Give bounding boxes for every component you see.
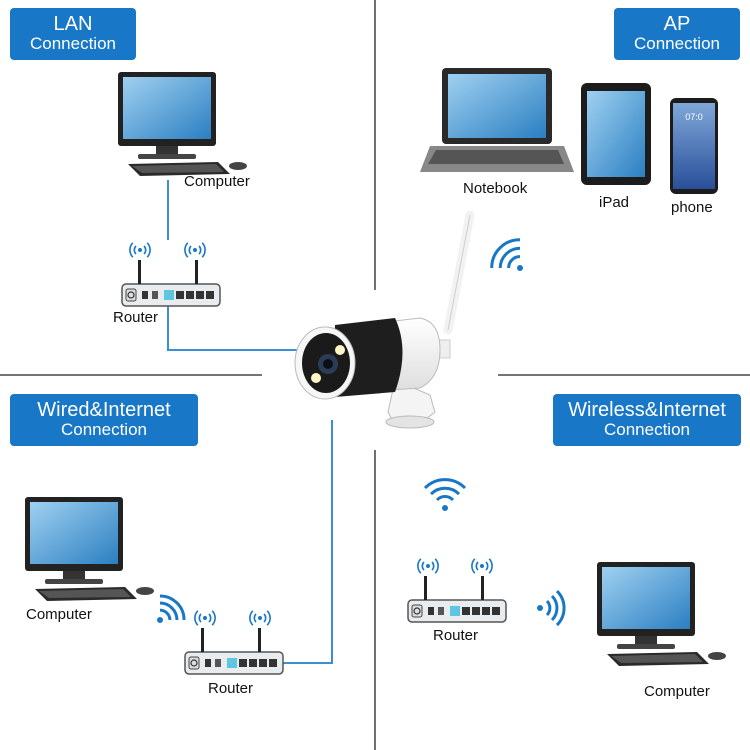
wired-router-icon [184, 627, 284, 675]
wired-router-label: Router [208, 680, 254, 697]
signal-icon [184, 242, 206, 259]
wired-section-badge: Wired&Internet Connection [10, 394, 198, 446]
signal-icon [471, 557, 493, 575]
lan-subtitle: Connection [29, 34, 116, 53]
lan-title: LAN [53, 13, 93, 35]
wireless-subtitle: Connection [603, 420, 690, 439]
cable-lan-router [167, 300, 300, 351]
wired-subtitle: Connection [60, 420, 147, 439]
lan-router-label: Router [113, 309, 159, 326]
notebook-icon [420, 68, 574, 172]
lan-router-icon [121, 259, 221, 307]
phone-label: phone [671, 199, 713, 216]
signal-icon [129, 242, 151, 259]
phone-icon: 07:0 [670, 98, 718, 194]
wired-computer-icon [25, 497, 154, 601]
wifi-icon [157, 594, 186, 623]
wired-computer-label: Computer [26, 606, 92, 623]
signal-icon [249, 609, 271, 627]
signal-icon [194, 609, 216, 627]
phone-time: 07:0 [685, 112, 703, 122]
signal-icon [417, 557, 439, 575]
ipad-icon [581, 83, 651, 185]
wireless-computer-label: Computer [644, 683, 710, 700]
wireless-section-badge: Wireless&Internet Connection [553, 394, 741, 446]
wifi-icon [423, 478, 467, 511]
camera-icon [294, 210, 475, 429]
wireless-router-icon [407, 575, 507, 623]
wireless-title: Wireless&Internet [568, 399, 726, 421]
wired-title: Wired&Internet [37, 399, 171, 421]
wifi-icon [537, 589, 566, 627]
wireless-router-label: Router [433, 627, 479, 644]
wireless-computer-icon [597, 562, 726, 666]
lan-computer-icon [118, 72, 247, 176]
lan-computer-label: Computer [184, 173, 250, 190]
ap-subtitle: Connection [633, 34, 720, 53]
wifi-icon [490, 238, 523, 271]
ipad-label: iPad [599, 194, 630, 211]
notebook-label: Notebook [463, 180, 528, 197]
ap-title: AP [663, 13, 691, 35]
cable-wired-router [280, 420, 333, 664]
ap-section-badge: AP Connection [614, 8, 740, 60]
lan-section-badge: LAN Connection [10, 8, 136, 60]
